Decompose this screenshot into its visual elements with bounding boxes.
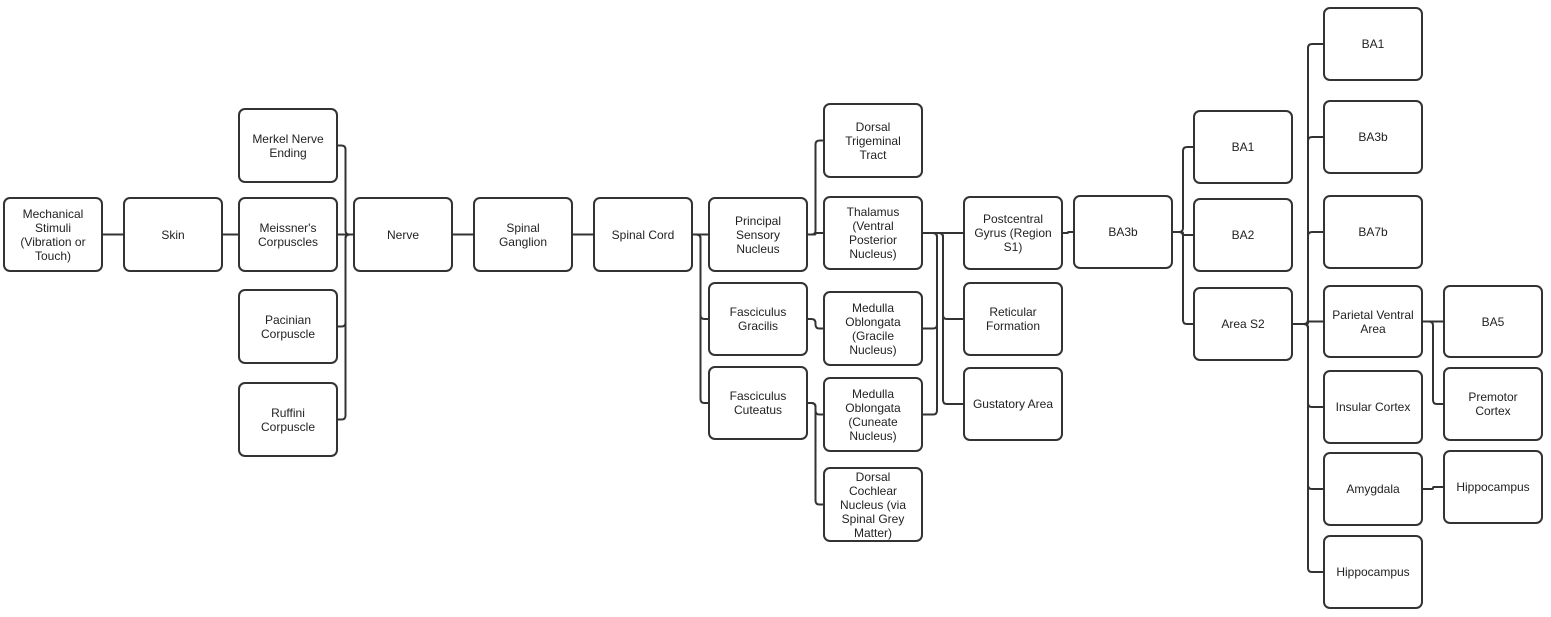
node-cuteatus: Fasciculus Cuteatus — [708, 366, 808, 440]
node-label: Fasciculus Cuteatus — [729, 389, 787, 417]
node-ba2: BA2 — [1193, 198, 1293, 272]
node-medulla-gracile: Medulla Oblongata (Gracile Nucleus) — [823, 291, 923, 366]
node-premotor: Premotor Cortex — [1443, 367, 1543, 441]
connector-medulla_cuneate-to-thalamus — [923, 232, 938, 416]
node-label: BA1 — [1361, 37, 1385, 51]
node-label: Amygdala — [1346, 482, 1400, 496]
node-label: BA3b — [1358, 130, 1388, 144]
node-label: Parietal Ventral Area — [1332, 307, 1414, 336]
node-label: Spinal Cord — [611, 227, 675, 242]
node-label: Merkel Nerve Ending — [252, 131, 324, 160]
node-ba1-a: BA1 — [1193, 110, 1293, 184]
node-ruffini: Ruffini Corpuscle — [238, 382, 338, 457]
connector-principal-to-trigeminal — [808, 139, 823, 236]
node-label: Medulla Oblongata (Gracile Nucleus) — [845, 300, 901, 357]
connector-postcentral-to-ba3b_a — [1063, 231, 1073, 234]
node-meissner: Meissner's Corpuscles — [238, 197, 338, 272]
node-label: BA2 — [1231, 228, 1255, 242]
connector-thalamus-to-gustatory — [923, 232, 963, 405]
node-gustatory: Gustatory Area — [963, 367, 1063, 441]
connector-medulla_gracile-to-thalamus — [923, 232, 938, 330]
node-label: Postcentral Gyrus (Region S1) — [974, 212, 1052, 254]
node-cord: Spinal Cord — [593, 197, 693, 272]
node-label: Ruffini Corpuscle — [260, 405, 316, 434]
node-label: Mechanical Stimuli (Vibration or Touch) — [20, 206, 86, 263]
node-label: Pacinian Corpuscle — [260, 312, 316, 341]
connector-gracilis-to-medulla_gracile — [808, 318, 823, 330]
node-label: Principal Sensory Nucleus — [734, 213, 782, 256]
node-trigeminal: Dorsal Trigeminal Tract — [823, 103, 923, 178]
node-label: Area S2 — [1221, 317, 1265, 331]
connector-pva-to-premotor — [1423, 320, 1443, 405]
node-hippo-a: Hippocampus — [1323, 535, 1423, 609]
node-cochlear: Dorsal Cochlear Nucleus (via Spinal Grey… — [823, 467, 923, 542]
connector-cord-to-cuteatus — [693, 233, 708, 404]
node-gracilis: Fasciculus Gracilis — [708, 282, 808, 356]
node-nerve: Nerve — [353, 197, 453, 272]
node-label: Dorsal Trigeminal Tract — [845, 119, 901, 162]
node-pacinian: Pacinian Corpuscle — [238, 289, 338, 364]
node-medulla-cuneate: Medulla Oblongata (Cuneate Nucleus) — [823, 377, 923, 452]
node-pva: Parietal Ventral Area — [1323, 285, 1423, 358]
node-label: BA7b — [1358, 225, 1388, 239]
node-label: Skin — [161, 227, 185, 242]
node-label: Premotor Cortex — [1468, 390, 1518, 418]
node-ba7b: BA7b — [1323, 195, 1423, 269]
node-label: Hippocampus — [1336, 565, 1410, 579]
node-amygdala: Amygdala — [1323, 452, 1423, 526]
node-label: Reticular Formation — [985, 305, 1041, 333]
connector-ruffini-to-nerve — [338, 233, 353, 421]
node-label: Gustatory Area — [972, 397, 1054, 411]
node-ba3b-b: BA3b — [1323, 100, 1423, 174]
connector-s2-to-hippo_a — [1293, 323, 1323, 573]
node-label: BA3b — [1108, 225, 1138, 239]
connector-principal-to-thalamus — [808, 232, 823, 236]
node-label: Meissner's Corpuscles — [257, 220, 319, 249]
node-label: BA1 — [1231, 140, 1255, 154]
node-ganglion: Spinal Ganglion — [473, 197, 573, 272]
node-label: Thalamus (Ventral Posterior Nucleus) — [846, 205, 900, 261]
node-principal: Principal Sensory Nucleus — [708, 197, 808, 272]
connector-s2-to-ba7b — [1293, 231, 1323, 325]
node-label: Hippocampus — [1456, 480, 1530, 494]
node-label: Medulla Oblongata (Cuneate Nucleus) — [845, 386, 901, 443]
node-label: Nerve — [386, 227, 419, 242]
node-skin: Skin — [123, 197, 223, 272]
node-ba3b-a: BA3b — [1073, 195, 1173, 269]
node-label: Dorsal Cochlear Nucleus (via Spinal Grey… — [839, 469, 907, 540]
node-s2: Area S2 — [1193, 287, 1293, 361]
node-merkel: Merkel Nerve Ending — [238, 108, 338, 183]
connector-amygdala-to-hippo_b — [1423, 486, 1443, 490]
connector-cuteatus-to-cochlear — [808, 402, 823, 506]
connector-merkel-to-nerve — [338, 144, 353, 236]
node-stimuli: Mechanical Stimuli (Vibration or Touch) — [3, 197, 103, 272]
connector-ba3b_a-to-ba1_a — [1173, 146, 1193, 233]
node-label: Fasciculus Gracilis — [729, 305, 787, 333]
node-ba5: BA5 — [1443, 285, 1543, 358]
node-ba1-b: BA1 — [1323, 7, 1423, 81]
node-hippo-b: Hippocampus — [1443, 450, 1543, 524]
node-label: BA5 — [1481, 314, 1505, 329]
node-reticular: Reticular Formation — [963, 282, 1063, 356]
connector-ba3b_a-to-s2 — [1173, 231, 1193, 325]
node-postcentral: Postcentral Gyrus (Region S1) — [963, 196, 1063, 270]
node-thalamus: Thalamus (Ventral Posterior Nucleus) — [823, 196, 923, 270]
node-label: Insular Cortex — [1335, 400, 1411, 414]
node-insular: Insular Cortex — [1323, 370, 1423, 444]
node-label: Spinal Ganglion — [498, 220, 548, 249]
